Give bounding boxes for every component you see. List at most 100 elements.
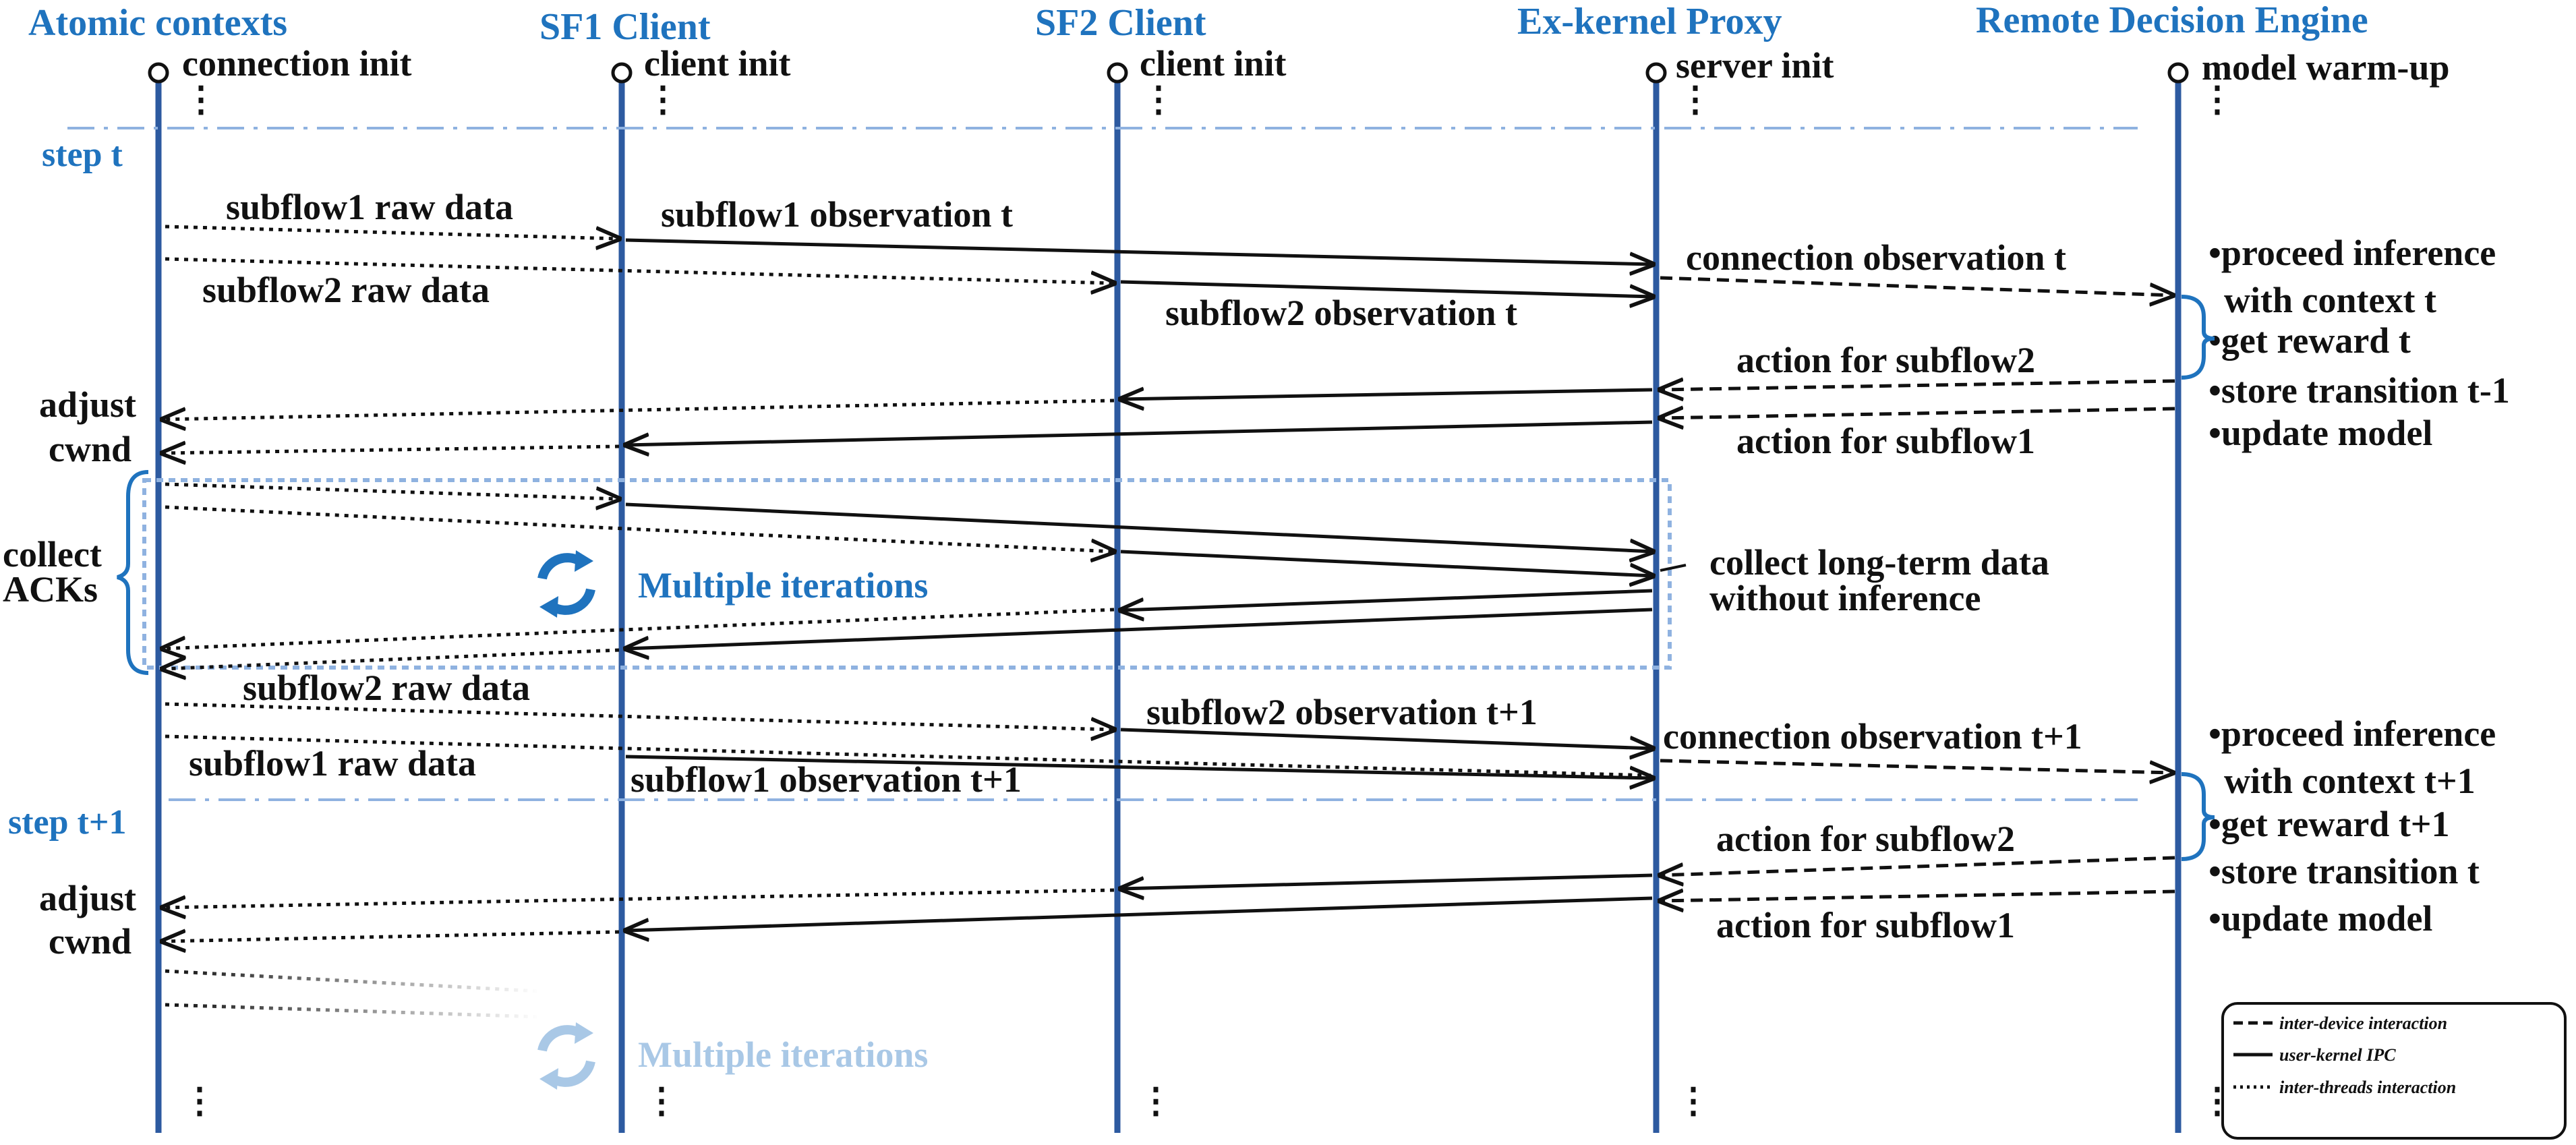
label-sf1-raw-t: subflow1 raw data bbox=[226, 187, 513, 227]
label-multiple-iterations: Multiple iterations bbox=[638, 565, 928, 606]
ellipsis-sf1-top: ⋮ bbox=[645, 81, 680, 119]
legend: inter-device interaction user-kernel IPC… bbox=[2221, 1002, 2567, 1140]
arrow-sf2-raw-t bbox=[165, 257, 1114, 283]
ellipsis-proxy-bottom: ⋮ bbox=[1676, 1082, 1711, 1121]
label-sf2-obs-t: subflow2 observation t bbox=[1165, 293, 1517, 333]
engine-brace-t1 bbox=[2181, 772, 2215, 861]
label-sf2-raw-t: subflow2 raw data bbox=[202, 270, 490, 310]
arrow-sf1-obs-t bbox=[625, 238, 1653, 264]
init-label-sf2: client init bbox=[1140, 43, 1286, 84]
arrow-fade-2 bbox=[165, 1003, 540, 1019]
arrow-sf2-obs-t bbox=[1120, 280, 1653, 297]
long-term-pointer bbox=[1660, 564, 1687, 572]
refresh-cycle-icon bbox=[537, 550, 595, 618]
label-long-term-2: without inference bbox=[1709, 578, 1981, 618]
arrow-proxy-sf1-action-t1 bbox=[626, 896, 1653, 931]
step-t1-label: step t+1 bbox=[8, 803, 127, 842]
engine-note-t-0: •proceed inference bbox=[2208, 233, 2496, 273]
arrow-sf2-adjust-t1 bbox=[163, 888, 1115, 908]
ellipsis-atomic-bottom: ⋮ bbox=[182, 1082, 217, 1121]
lane-title-atomic-contexts: Atomic contexts bbox=[28, 2, 287, 44]
label-sf1-obs-t1: subflow1 observation t+1 bbox=[631, 759, 1022, 800]
label-action-sf2-t: action for subflow2 bbox=[1736, 340, 2035, 380]
init-circle-engine bbox=[2167, 62, 2189, 84]
arrow-proxy-sf2-action-t1 bbox=[1121, 873, 1653, 889]
engine-brace-t bbox=[2181, 295, 2215, 380]
arrow-iter-2 bbox=[165, 505, 1114, 552]
arrow-sf2-adjust-t bbox=[163, 399, 1115, 419]
label-acks: ACKs bbox=[3, 569, 98, 610]
ellipsis-proxy-top: ⋮ bbox=[1678, 81, 1713, 119]
step-t1-arrows bbox=[163, 702, 2175, 941]
label-adjust-t1: adjust bbox=[39, 878, 136, 918]
label-sf2-obs-t1: subflow2 observation t+1 bbox=[1146, 692, 1538, 732]
ellipsis-sf1-bottom: ⋮ bbox=[644, 1082, 679, 1121]
label-action-sf1-t1: action for subflow1 bbox=[1716, 905, 2015, 945]
legend-label-inter-device: inter-device interaction bbox=[2279, 1014, 2447, 1033]
init-markers bbox=[148, 62, 2189, 84]
legend-label-ipc: user-kernel IPC bbox=[2279, 1045, 2396, 1065]
arrow-iter-3 bbox=[625, 502, 1653, 552]
collect-acks-brace bbox=[117, 470, 149, 675]
ellipsis-atomic-top: ⋮ bbox=[183, 81, 218, 119]
arrow-engine-action-sf1-t bbox=[1660, 409, 2175, 418]
init-label-atomic: connection init bbox=[182, 43, 412, 84]
arrow-proxy-sf2-action-t bbox=[1121, 390, 1653, 399]
init-circle-sf2 bbox=[1107, 62, 1128, 84]
arrow-iter-8 bbox=[163, 648, 620, 669]
lane-title-sf1-client: SF1 Client bbox=[539, 6, 711, 48]
arrow-sf1-adjust-t bbox=[163, 446, 620, 453]
label-long-term-1: collect long-term data bbox=[1709, 542, 2049, 583]
engine-note-t-2: •get reward t bbox=[2208, 320, 2411, 361]
ellipsis-sf2-top: ⋮ bbox=[1141, 81, 1176, 119]
arrow-engine-action-sf2-t bbox=[1660, 381, 2175, 390]
label-sf2-raw-t1: subflow2 raw data bbox=[243, 668, 530, 708]
arrow-sf1-obs-t1 bbox=[625, 755, 1653, 778]
init-circle-sf1 bbox=[611, 62, 633, 84]
engine-note-t-1: with context t bbox=[2224, 280, 2436, 320]
label-multiple-iterations-faded: Multiple iterations bbox=[638, 1034, 928, 1075]
legend-box bbox=[2221, 1002, 2567, 1140]
iteration-box bbox=[142, 478, 1672, 670]
lane-title-remote-decision-engine: Remote Decision Engine bbox=[1976, 0, 2368, 41]
arrow-sf1-raw-t1 bbox=[165, 734, 1653, 777]
arrow-sf1-adjust-t1 bbox=[163, 932, 620, 941]
label-conn-obs-t1: connection observation t+1 bbox=[1663, 716, 2082, 757]
label-sf1-raw-t1: subflow1 raw data bbox=[189, 743, 476, 784]
engine-note-t1-3: •store transition t bbox=[2208, 851, 2480, 891]
engine-note-t1-4: •update model bbox=[2208, 898, 2432, 939]
label-sf1-obs-t: subflow1 observation t bbox=[661, 194, 1013, 235]
step-t-label: step t bbox=[42, 136, 123, 174]
lane-title-ex-kernel-proxy: Ex-kernel Proxy bbox=[1517, 1, 1782, 42]
label-conn-obs-t: connection observation t bbox=[1686, 237, 2066, 278]
ellipsis-engine-top: ⋮ bbox=[2200, 81, 2235, 119]
engine-note-t1-1: with context t+1 bbox=[2224, 761, 2476, 801]
init-circle-atomic bbox=[148, 62, 169, 84]
arrow-engine-action-sf1-t1 bbox=[1660, 891, 2175, 901]
arrow-sf2-obs-t1 bbox=[1120, 728, 1653, 748]
label-cwnd-t1: cwnd bbox=[49, 921, 131, 962]
refresh-cycle-icon-faded bbox=[537, 1022, 595, 1090]
engine-note-t1-2: •get reward t+1 bbox=[2208, 804, 2450, 844]
init-label-engine: model warm-up bbox=[2202, 47, 2449, 88]
engine-notes-t: •proceed inference with context t •get r… bbox=[2208, 233, 2510, 453]
arrow-fade-1 bbox=[165, 969, 540, 993]
arrow-iter-6 bbox=[626, 608, 1653, 649]
arrow-engine-action-sf2-t1 bbox=[1660, 856, 2175, 875]
arrow-iter-1 bbox=[165, 482, 619, 499]
arrow-iter-4 bbox=[1120, 550, 1653, 576]
arrow-iter-5 bbox=[1121, 589, 1653, 610]
init-circle-proxy bbox=[1645, 62, 1667, 84]
step-t-arrows bbox=[163, 225, 2175, 453]
label-collect: collect bbox=[3, 534, 102, 575]
arrow-iter-7 bbox=[163, 608, 1115, 649]
arrow-conn-obs-t bbox=[1660, 276, 2173, 295]
init-label-sf1: client init bbox=[644, 43, 790, 84]
label-action-sf1-t: action for subflow1 bbox=[1736, 421, 2035, 461]
engine-note-t-4: •update model bbox=[2208, 413, 2432, 453]
ellipsis-sf2-bottom: ⋮ bbox=[1138, 1082, 1173, 1121]
arrow-sf1-raw-t bbox=[165, 225, 619, 239]
engine-notes-t1: •proceed inference with context t+1 •get… bbox=[2208, 713, 2496, 939]
arrow-sf2-raw-t1 bbox=[165, 702, 1114, 730]
